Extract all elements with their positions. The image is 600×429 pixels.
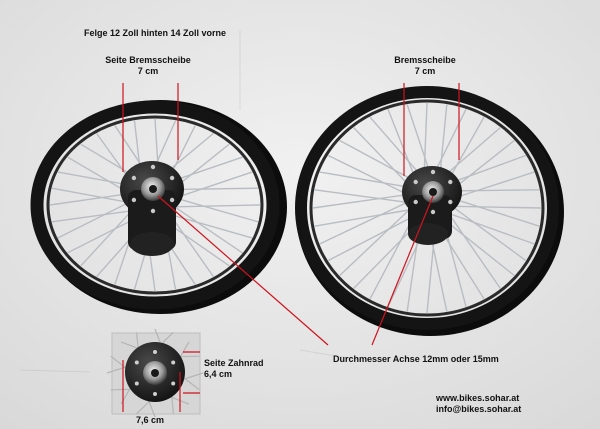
right-wheel-spoke xyxy=(327,213,419,262)
right-wheel-spoke xyxy=(327,154,413,198)
right-wheel-bolt xyxy=(413,179,418,185)
right-wheel-bolt xyxy=(448,199,453,205)
left-brake-label: Seite Bremsscheibe xyxy=(105,55,191,65)
left-wheel-spoke xyxy=(80,207,135,267)
right-wheel-spoke xyxy=(319,171,417,190)
annotation-lines xyxy=(122,83,460,412)
left-wheel-axle-hole xyxy=(149,185,157,193)
hub-inset-bolt xyxy=(134,360,139,365)
left-wheel-spoke xyxy=(51,187,133,204)
right-wheel-bolt xyxy=(413,199,418,205)
left-wheel-spoke xyxy=(49,192,134,206)
axle-diameter-label: Durchmesser Achse 12mm oder 15mm xyxy=(333,354,499,364)
right-wheel-spoke xyxy=(339,205,414,277)
left-wheel-bolt xyxy=(150,164,156,170)
right-wheel-spoke xyxy=(447,196,540,227)
left-wheel-spokes xyxy=(49,118,261,292)
right-wheel-spoke xyxy=(314,189,413,204)
right-wheel-spoke xyxy=(314,208,415,227)
right-wheel-spoke xyxy=(445,208,501,289)
left-wheel-spoke xyxy=(51,209,135,223)
left-wheel xyxy=(30,100,287,314)
website-text: www.bikes.sohar.at xyxy=(436,393,520,403)
right-wheel-bolt xyxy=(448,179,453,185)
right-wheel-hub-lower-flange xyxy=(408,223,448,245)
sprocket-size-label: 6,4 cm xyxy=(204,369,233,379)
left-wheel-spoke xyxy=(166,212,253,239)
left-wheel-spoke xyxy=(57,200,133,239)
axle-line-right xyxy=(371,195,434,346)
right-wheel-rim-outer xyxy=(295,86,559,330)
right-brake-size: 7 cm xyxy=(414,66,436,76)
right-wheel-rim-inner xyxy=(309,99,545,317)
right-wheel-bolt xyxy=(430,169,436,175)
right-wheel-axle-hole xyxy=(429,188,437,196)
hub-inset-sprocket-bolts xyxy=(134,350,176,396)
hub-inset-bolt xyxy=(171,360,176,365)
right-wheel-spoke xyxy=(319,199,413,245)
left-wheel-hub-lower-flange xyxy=(130,232,174,256)
right-wheel-spoke xyxy=(447,171,535,201)
left-wheel-brake-bolts xyxy=(131,164,175,214)
right-wheel-brake-bolts xyxy=(413,169,453,215)
left-wheel-spoke xyxy=(171,171,253,200)
right-brake-label: Bremsscheibe xyxy=(394,55,456,65)
right-wheel-spoke xyxy=(446,205,542,209)
hub-inset-bolt xyxy=(134,381,139,386)
right-wheel-spoke xyxy=(353,127,415,192)
axle-line-left xyxy=(157,195,329,346)
photo-title: Felge 12 Zoll hinten 14 Zoll vorne xyxy=(84,28,227,38)
right-wheel-spoke xyxy=(443,210,535,245)
right-wheel-spoke xyxy=(312,193,414,209)
left-wheel-spoke xyxy=(171,204,243,254)
background-watermarks xyxy=(19,30,361,373)
left-wheel-bolt xyxy=(169,197,175,203)
hub-inset-bolt xyxy=(153,392,157,396)
left-wheel-rim-outer xyxy=(30,100,280,310)
left-wheel-spoke xyxy=(170,204,261,208)
hub-inset xyxy=(106,328,204,418)
left-wheel-bolt xyxy=(131,197,137,203)
email-text: info@bikes.sohar.at xyxy=(436,404,522,414)
left-wheel-bolt xyxy=(169,175,175,181)
right-wheel-spoke xyxy=(447,202,527,262)
right-wheel-bolt xyxy=(430,209,436,215)
hub-inset-bolt xyxy=(153,350,157,354)
left-wheel-bolt xyxy=(150,208,156,214)
sprocket-side-label: Seite Zahnrad xyxy=(204,358,264,368)
left-wheel-rim-inner xyxy=(46,115,264,295)
hub-inset-bolt xyxy=(171,381,176,386)
left-wheel-spoke xyxy=(171,196,259,223)
hub-width-label: 7,6 cm xyxy=(136,415,165,425)
left-brake-size: 7 cm xyxy=(137,66,159,76)
left-wheel-bolt xyxy=(131,175,137,181)
hub-inset-axle-hole xyxy=(151,369,159,377)
